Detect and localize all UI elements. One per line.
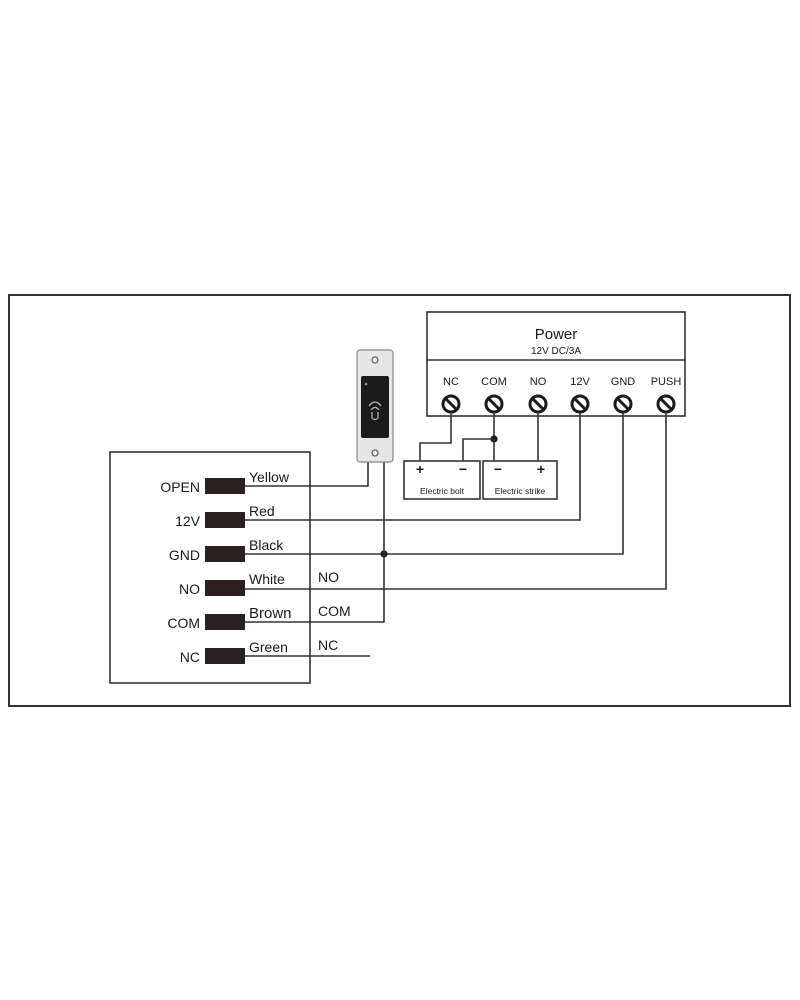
wire-label-com: COM bbox=[318, 603, 351, 619]
screw-terminal-icon bbox=[570, 394, 590, 414]
pin-block bbox=[205, 614, 245, 630]
terminal-label-gnd: GND bbox=[611, 376, 636, 388]
pin-block bbox=[205, 648, 245, 664]
wire-label-no: NO bbox=[318, 569, 339, 585]
wire-com-to-bolt bbox=[462, 438, 494, 461]
electric-bolt-label: Electric bolt bbox=[420, 486, 465, 496]
wire-no-to-push bbox=[245, 412, 667, 590]
wire-gnd bbox=[245, 412, 624, 555]
wire-color-yellow: Yellow bbox=[249, 469, 290, 485]
wire-nc-to-bolt bbox=[419, 412, 452, 461]
terminal-label-12v: 12V bbox=[570, 376, 590, 388]
bolt-minus-terminal: − bbox=[459, 461, 467, 477]
terminal-label-push: PUSH bbox=[651, 376, 682, 388]
screw-terminal-icon bbox=[528, 394, 548, 414]
reader-led bbox=[364, 382, 368, 386]
diagram-frame bbox=[8, 294, 791, 707]
power-supply-box bbox=[426, 311, 686, 417]
pin-label-gnd: GND bbox=[169, 547, 200, 563]
wire-color-white: White bbox=[249, 571, 285, 587]
pin-block bbox=[205, 512, 245, 528]
wire-open-to-exit-button bbox=[245, 458, 369, 487]
pin-label-open: OPEN bbox=[160, 479, 200, 495]
hand-icon bbox=[371, 412, 379, 421]
hand-wave-icon bbox=[368, 401, 382, 411]
terminal-label-com: COM bbox=[481, 376, 507, 388]
bolt-plus-terminal: + bbox=[416, 461, 424, 477]
wire-color-green: Green bbox=[249, 639, 288, 655]
screw-terminal-icon bbox=[441, 394, 461, 414]
electric-bolt-outline bbox=[403, 460, 481, 500]
pin-block bbox=[205, 478, 245, 494]
pin-label-com: COM bbox=[167, 615, 200, 631]
electric-strike-box: − + Electric strike bbox=[482, 460, 558, 500]
wire-label-nc: NC bbox=[318, 637, 338, 653]
pin-label-12v: 12V bbox=[175, 513, 201, 529]
screw-terminal-icon bbox=[656, 394, 676, 414]
power-subtitle: 12V DC/3A bbox=[531, 346, 581, 357]
wire-com-to-exit-button bbox=[245, 458, 385, 623]
power-title: Power bbox=[535, 326, 578, 343]
pin-block bbox=[205, 580, 245, 596]
wire-color-red: Red bbox=[249, 503, 275, 519]
strike-minus-terminal: − bbox=[494, 461, 502, 477]
contactless-reader-icon bbox=[356, 349, 394, 463]
strike-plus-terminal: + bbox=[537, 461, 545, 477]
power-supply: Power 12V DC/3A NC COM NO 12V GND PUSH bbox=[426, 311, 686, 417]
pin-block bbox=[205, 546, 245, 562]
electric-strike-outline bbox=[482, 460, 558, 500]
pin-label-nc: NC bbox=[180, 649, 200, 665]
screw-terminal-icon bbox=[484, 394, 504, 414]
screw-terminal-icon bbox=[613, 394, 633, 414]
controller-block: OPEN 12V GND NO COM NC Yellow Red Black … bbox=[109, 451, 351, 684]
terminal-label-nc: NC bbox=[443, 376, 459, 388]
electric-bolt-box: + − Electric bolt bbox=[403, 460, 481, 500]
terminal-label-no: NO bbox=[530, 376, 547, 388]
wire-12v bbox=[245, 412, 581, 521]
wire-color-brown: Brown bbox=[249, 605, 292, 622]
pin-label-no: NO bbox=[179, 581, 200, 597]
electric-strike-label: Electric strike bbox=[495, 486, 546, 496]
reader-screw-top bbox=[371, 356, 379, 364]
wire-color-black: Black bbox=[249, 537, 284, 553]
reader-screw-bottom bbox=[371, 449, 379, 457]
wires bbox=[245, 412, 667, 657]
